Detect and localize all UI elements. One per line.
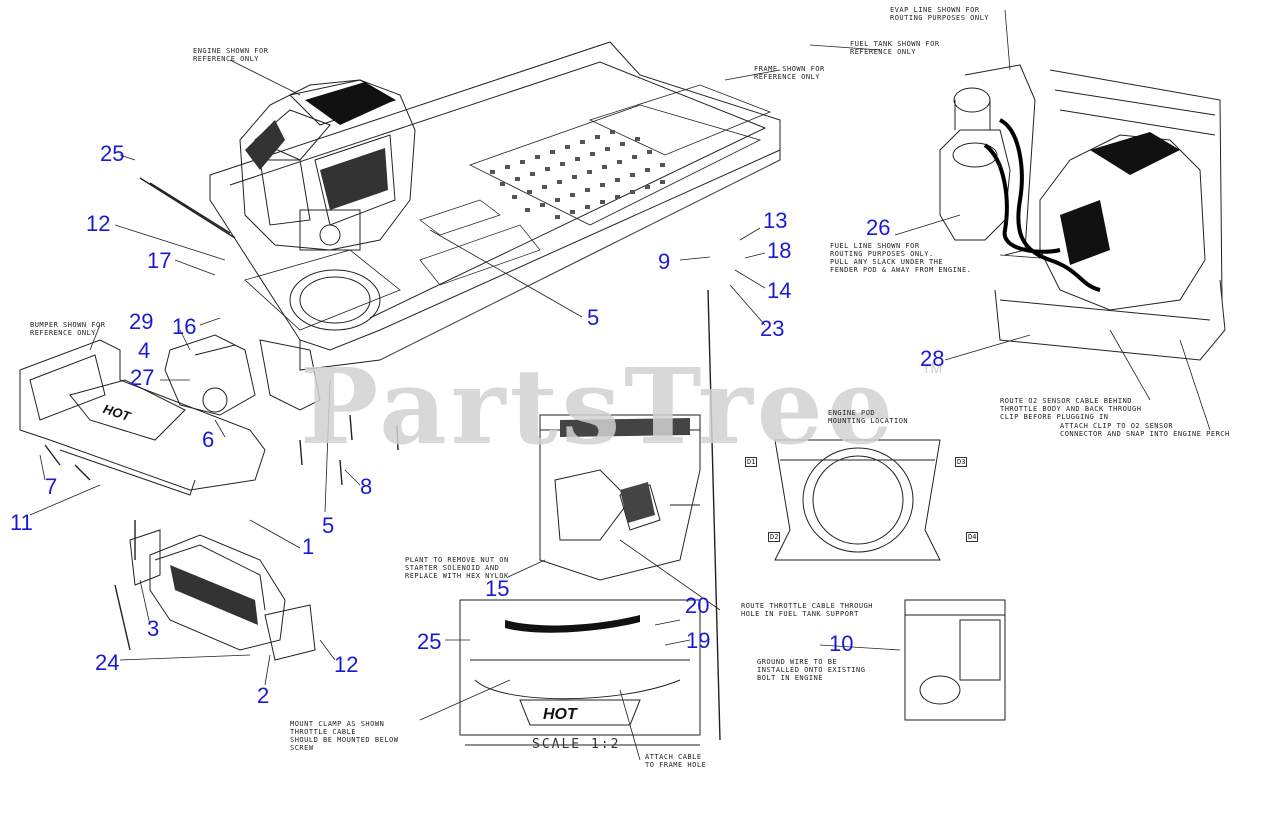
scale-label: SCALE 1:2: [532, 737, 621, 752]
note-fuel-line: FUEL LINE SHOWN FOR ROUTING PURPOSES ONL…: [830, 242, 972, 274]
detail-inset-lower: [459, 599, 701, 746]
callout-9[interactable]: 9: [658, 249, 671, 274]
callout-13[interactable]: 13: [763, 208, 788, 233]
engine-grille: [305, 82, 395, 125]
muffler-drawing: [164, 334, 321, 416]
battery-tray-drawing: [129, 529, 316, 661]
note-plant-nut: PLANT TO REMOVE NUT ON STARTER SOLENOID …: [405, 556, 509, 580]
callout-3[interactable]: 3: [147, 616, 160, 641]
callout-17[interactable]: 17: [147, 248, 172, 273]
fuel-line-drawing: [983, 118, 1101, 292]
watermark-trademark: TM: [922, 360, 943, 376]
callout-7[interactable]: 7: [45, 474, 58, 499]
note-ground-wire: GROUND WIRE TO BE INSTALLED ONTO EXISTIN…: [757, 658, 866, 682]
note-bumper-ref: BUMPER SHOWN FOR REFERENCE ONLY: [30, 321, 106, 337]
pod-tag-d1: D1: [745, 457, 758, 467]
callout-10[interactable]: 10: [829, 631, 854, 656]
callout-27[interactable]: 27: [130, 365, 155, 390]
hot-logo-inset: HOT: [543, 706, 577, 723]
callout-12-lower[interactable]: 12: [334, 652, 359, 677]
callout-14[interactable]: 14: [767, 278, 792, 303]
note-route-throttle: ROUTE THROTTLE CABLE THROUGH HOLE IN FUE…: [741, 602, 874, 618]
callout-25-lower[interactable]: 25: [417, 629, 442, 654]
callout-5-lower[interactable]: 5: [322, 513, 335, 538]
callout-2[interactable]: 2: [257, 683, 270, 708]
pod-tag-d2: D2: [768, 532, 781, 542]
callout-24[interactable]: 24: [95, 650, 120, 675]
note-fuel-tank-ref: FUEL TANK SHOWN FOR REFERENCE ONLY: [850, 40, 940, 56]
pod-tag-d4: D4: [966, 532, 979, 542]
callout-8[interactable]: 8: [360, 474, 373, 499]
note-evap-line: EVAP LINE SHOWN FOR ROUTING PURPOSES ONL…: [890, 6, 990, 22]
callout-4[interactable]: 4: [138, 338, 151, 363]
callout-29[interactable]: 29: [129, 309, 154, 334]
callout-23[interactable]: 23: [760, 316, 785, 341]
callout-15[interactable]: 15: [485, 576, 510, 601]
leader-lines: [29, 9, 1211, 761]
callout-6[interactable]: 6: [202, 427, 215, 452]
callout-12[interactable]: 12: [86, 211, 111, 236]
note-attach-cable: ATTACH CABLE TO FRAME HOLE: [645, 753, 707, 769]
hardware-drawing: [44, 177, 721, 741]
detail-inset-right: [904, 599, 1006, 721]
callout-28[interactable]: 28: [920, 346, 945, 371]
note-o2-sensor: ROUTE O2 SENSOR CABLE BEHIND THROTTLE BO…: [1000, 397, 1142, 421]
engine-pod-drawing: [774, 439, 941, 561]
callout-25[interactable]: 25: [100, 141, 125, 166]
callout-1[interactable]: 1: [302, 534, 315, 559]
pod-tag-d3: D3: [955, 457, 968, 467]
callout-26[interactable]: 26: [866, 215, 891, 240]
callout-16[interactable]: 16: [172, 314, 197, 339]
frame-hole-grid: [490, 130, 665, 219]
right-engine-drawing: [994, 69, 1226, 361]
callout-20[interactable]: 20: [685, 593, 710, 618]
note-engine-ref: ENGINE SHOWN FOR REFERENCE ONLY: [193, 47, 269, 63]
callout-5-upper[interactable]: 5: [587, 305, 600, 330]
bumper-drawing: [19, 339, 266, 496]
callout-19[interactable]: 19: [686, 628, 711, 653]
watermark: PartsTree: [300, 345, 898, 468]
callout-18[interactable]: 18: [767, 238, 792, 263]
note-engine-pod: ENGINE POD MOUNTING LOCATION: [828, 409, 909, 425]
note-o2-attach: ATTACH CLIP TO O2 SENSOR CONNECTOR AND S…: [1060, 422, 1230, 438]
callout-11[interactable]: 11: [10, 510, 33, 535]
note-frame-ref: FRAME SHOWN FOR REFERENCE ONLY: [754, 65, 825, 81]
frame-drawing: [209, 41, 781, 371]
note-mount-clamp: MOUNT CLAMP AS SHOWN THROTTLE CABLE SHOU…: [290, 720, 399, 752]
engine-drawing: [239, 79, 416, 251]
